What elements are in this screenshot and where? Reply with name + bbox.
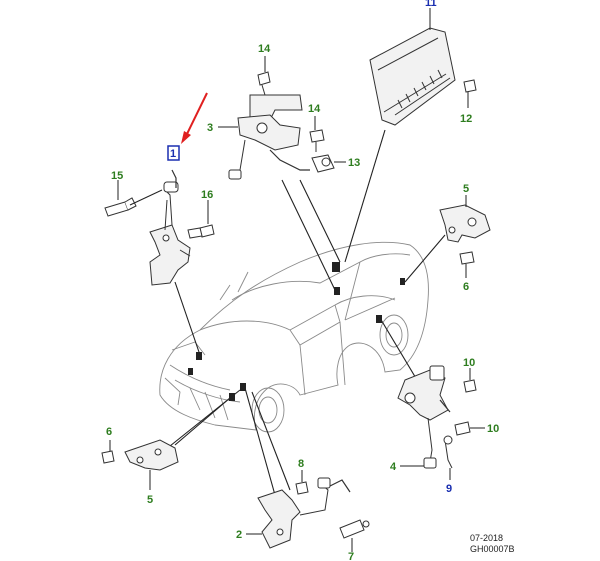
leader-lines bbox=[164, 129, 446, 496]
callout-14-right[interactable]: 14 bbox=[308, 103, 321, 115]
callout-16[interactable]: 16 bbox=[201, 189, 213, 201]
red-arrow-icon bbox=[185, 92, 208, 137]
callout-8[interactable]: 8 bbox=[298, 458, 304, 470]
control-module-11[interactable] bbox=[369, 8, 456, 126]
bolt-10-lower[interactable] bbox=[454, 421, 485, 436]
callout-3[interactable]: 3 bbox=[207, 122, 213, 134]
nut-6-right[interactable] bbox=[459, 251, 475, 278]
fastener-14-top[interactable] bbox=[257, 56, 271, 96]
callout-labels: 1 15 16 3 14 14 13 11 12 5 6 10 10 4 9 6… bbox=[106, 0, 499, 561]
callout-2[interactable]: 2 bbox=[236, 529, 242, 541]
fastener-14-right[interactable] bbox=[309, 116, 325, 152]
bracket-5-lower[interactable] bbox=[124, 439, 179, 490]
footer-code: GH00007B bbox=[470, 544, 515, 554]
footer-date: 07-2018 bbox=[470, 533, 504, 543]
callout-7[interactable]: 7 bbox=[348, 551, 354, 561]
nut-6-lower[interactable] bbox=[101, 440, 115, 464]
rear-right-height-sensor[interactable] bbox=[397, 365, 451, 469]
connector-markers bbox=[188, 262, 405, 401]
callout-10-lower[interactable]: 10 bbox=[487, 423, 499, 435]
callout-10-upper[interactable]: 10 bbox=[463, 357, 475, 369]
link-9[interactable] bbox=[443, 435, 453, 480]
vehicle-outline bbox=[159, 241, 429, 433]
highlight-marker bbox=[167, 92, 208, 161]
callout-14-top[interactable]: 14 bbox=[258, 43, 271, 55]
front-left-height-sensor[interactable] bbox=[149, 169, 191, 286]
bracket-5-right[interactable] bbox=[439, 195, 491, 243]
callout-11[interactable]: 11 bbox=[425, 0, 437, 9]
connector-13[interactable] bbox=[311, 154, 346, 173]
bolt-8[interactable] bbox=[295, 470, 309, 495]
callout-1[interactable]: 1 bbox=[170, 148, 176, 160]
callout-6-right[interactable]: 6 bbox=[463, 281, 469, 293]
rear-height-sensor-top[interactable] bbox=[218, 94, 310, 180]
callout-13[interactable]: 13 bbox=[348, 157, 360, 169]
diagram-footer: 07-2018 GH00007B bbox=[470, 533, 515, 555]
callout-5-lower[interactable]: 5 bbox=[147, 494, 153, 506]
link-rod-7[interactable] bbox=[339, 519, 370, 552]
callout-9[interactable]: 9 bbox=[446, 483, 452, 495]
front-right-height-sensor[interactable] bbox=[246, 477, 351, 549]
selected-part-highlight-box bbox=[167, 145, 180, 161]
bolt-15[interactable] bbox=[104, 180, 163, 217]
bolt-10-upper[interactable] bbox=[463, 368, 477, 393]
callout-6-lower[interactable]: 6 bbox=[106, 426, 112, 438]
bolt-16[interactable] bbox=[187, 200, 215, 239]
callout-12[interactable]: 12 bbox=[460, 113, 472, 125]
callout-4[interactable]: 4 bbox=[390, 461, 397, 473]
nut-12[interactable] bbox=[463, 79, 477, 108]
callout-5-right[interactable]: 5 bbox=[463, 183, 469, 195]
callout-15[interactable]: 15 bbox=[111, 170, 123, 182]
